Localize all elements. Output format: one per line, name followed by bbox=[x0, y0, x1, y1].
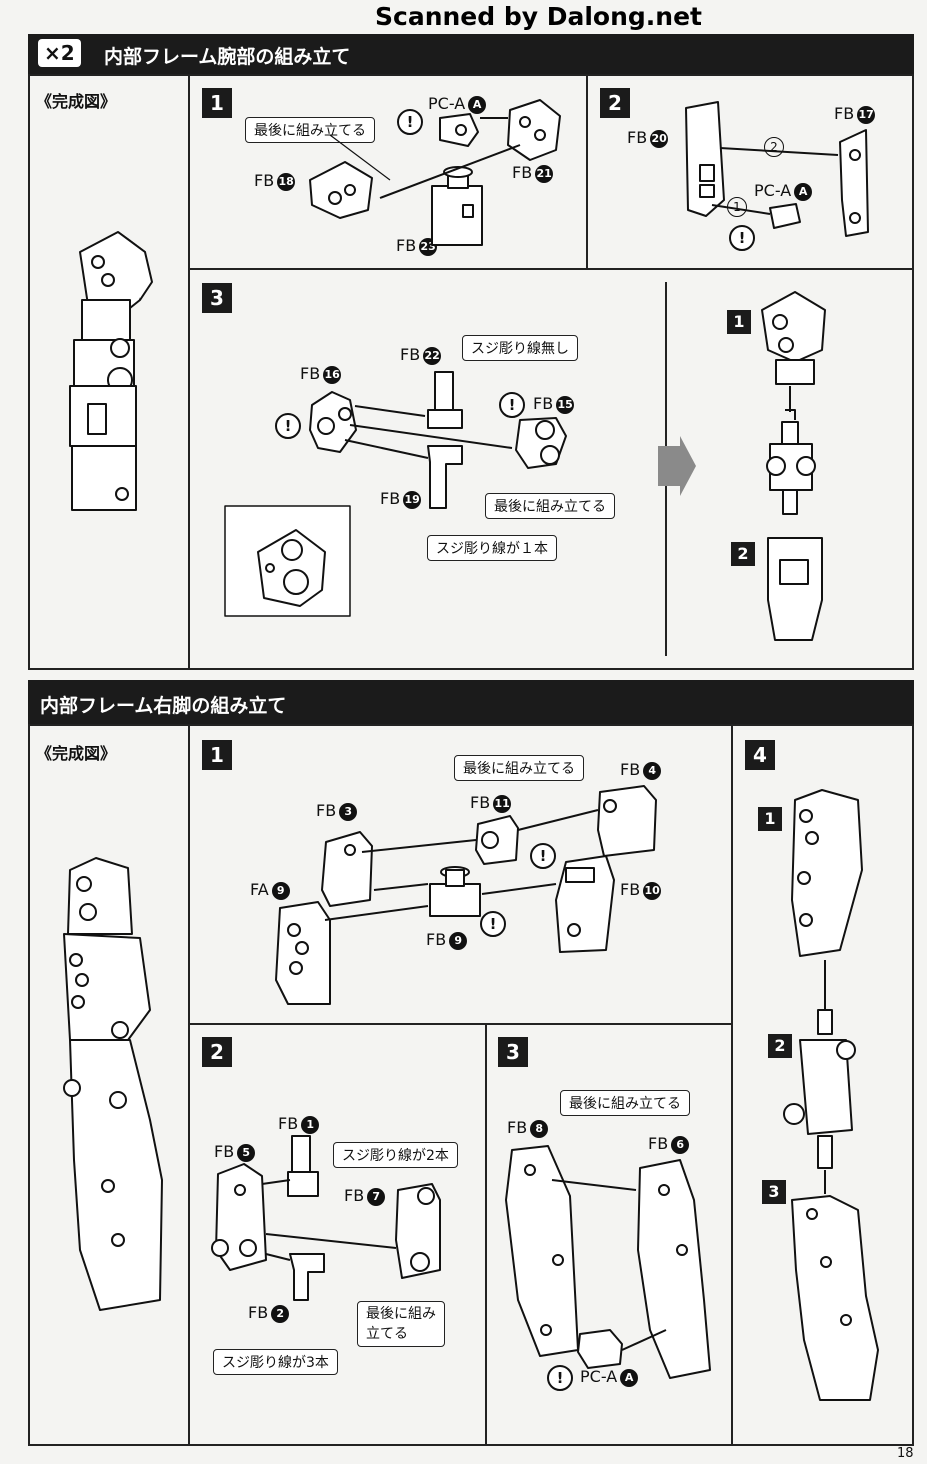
leg-step-1: 1 bbox=[202, 740, 232, 770]
arm-step-3: 3 bbox=[202, 283, 232, 313]
leg-section-header: 内部フレーム右脚の組み立て bbox=[28, 680, 914, 724]
leg-step-3: 3 bbox=[498, 1037, 528, 1067]
leg-title: 内部フレーム右脚の組み立て bbox=[40, 695, 287, 717]
warning-icon: ! bbox=[397, 109, 423, 135]
leg-substep-1: 1 bbox=[758, 807, 782, 831]
warning-icon: ! bbox=[729, 225, 755, 251]
arm-section-header: ×2 内部フレーム腕部の組み立て bbox=[28, 34, 914, 74]
arm-completed-label: 《完成図》 bbox=[36, 92, 117, 111]
leg-completed-figure bbox=[63, 857, 163, 1311]
watermark: Scanned by Dalong.net bbox=[375, 2, 703, 31]
note-assemble-last: 最後に組み立てる bbox=[245, 117, 375, 143]
multiplier-badge: ×2 bbox=[38, 39, 81, 67]
arm-completed-figure bbox=[69, 231, 153, 511]
note-no-line: スジ彫り線無し bbox=[462, 335, 578, 361]
arm-substep-2: 2 bbox=[731, 542, 755, 566]
warning-icon: ! bbox=[275, 413, 301, 439]
page-number: 18 bbox=[897, 1446, 914, 1461]
note-three-lines: スジ彫り線が3本 bbox=[213, 1349, 338, 1375]
warning-icon: ! bbox=[480, 911, 506, 937]
order-2-marker: 2 bbox=[764, 137, 784, 157]
leg-substep-3: 3 bbox=[762, 1180, 786, 1204]
arm-substep-1: 1 bbox=[727, 310, 751, 334]
note-assemble-last-2: 最後に組み立てる bbox=[485, 493, 615, 519]
arm-step-2: 2 bbox=[600, 88, 630, 118]
leg-completed-label: 《完成図》 bbox=[36, 744, 117, 763]
arm-frame bbox=[28, 74, 914, 670]
note-assemble-last-5: 最後に組み立てる bbox=[560, 1090, 690, 1116]
leg-step-2: 2 bbox=[202, 1037, 232, 1067]
leg-substep-2: 2 bbox=[768, 1034, 792, 1058]
arm-step-1: 1 bbox=[202, 88, 232, 118]
note-two-lines: スジ彫り線が2本 bbox=[333, 1142, 458, 1168]
note-one-line: スジ彫り線が１本 bbox=[427, 535, 557, 561]
warning-icon: ! bbox=[499, 392, 525, 418]
leg-frame bbox=[28, 724, 914, 1446]
warning-icon: ! bbox=[530, 843, 556, 869]
note-assemble-last-3: 最後に組み立てる bbox=[454, 755, 584, 781]
arm-title: 内部フレーム腕部の組み立て bbox=[104, 46, 351, 68]
leg-step-4: 4 bbox=[745, 740, 775, 770]
warning-icon: ! bbox=[547, 1365, 573, 1391]
note-assemble-last-4: 最後に組み立てる bbox=[357, 1301, 445, 1347]
